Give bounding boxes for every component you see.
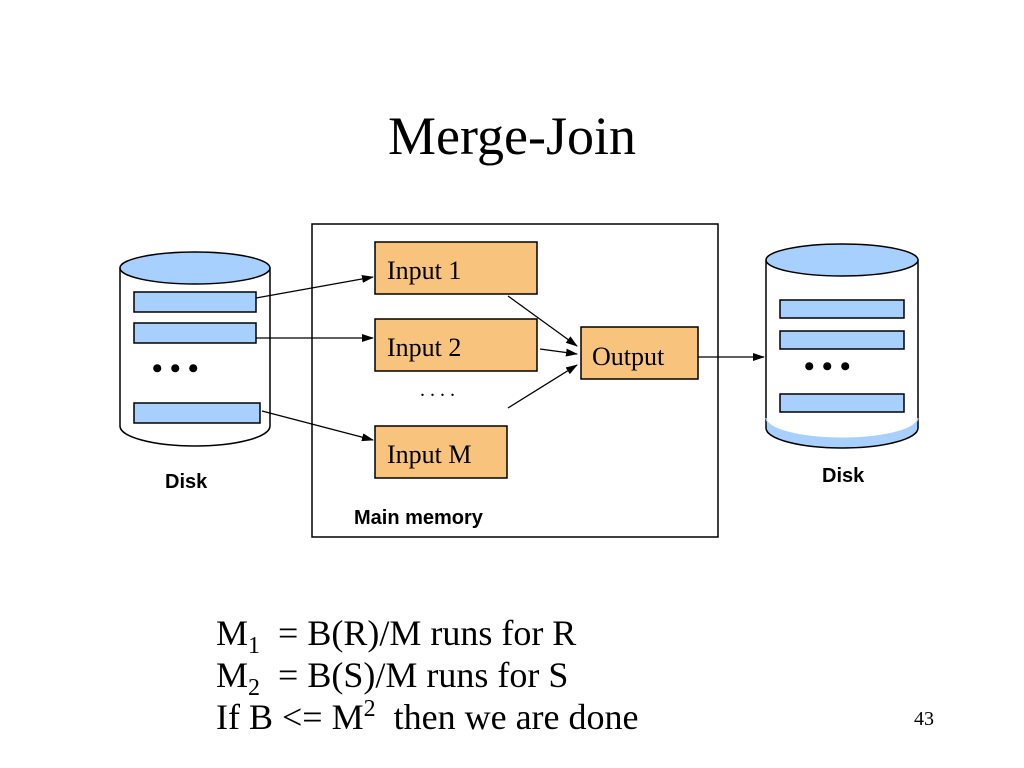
- left-disk-run-m: [133, 402, 261, 424]
- formula-2-rest: = B(S)/M runs for S: [260, 655, 569, 695]
- main-memory-box: [311, 223, 719, 538]
- formula-1-base: M: [216, 613, 249, 653]
- output-box: [580, 326, 699, 380]
- right-disk-run-3: [779, 393, 905, 413]
- right-disk-run-2: [779, 330, 905, 350]
- left-disk-dots: • • •: [152, 352, 199, 385]
- formula-line-1: M1 = B(R)/M runs for R: [216, 612, 639, 658]
- input-m-label: Input M: [387, 440, 472, 469]
- right-disk-top: [765, 243, 919, 277]
- right-disk-run-1: [779, 299, 905, 319]
- input-2-label: Input 2: [387, 333, 461, 362]
- main-memory-label: Main memory: [354, 507, 484, 529]
- left-disk-run-2: [133, 322, 257, 344]
- input-1-label: Input 1: [387, 256, 461, 285]
- right-disk: • • •: [765, 243, 919, 449]
- formula-2-sub: 2: [248, 675, 261, 702]
- formula-3-rest: then we are done: [375, 697, 639, 737]
- formula-2-base: M: [216, 655, 249, 695]
- right-disk-body: [765, 260, 919, 449]
- page-number: 43: [914, 708, 934, 730]
- left-disk-run-1: [133, 291, 257, 313]
- arrow-inputm-to-output: [507, 364, 578, 409]
- right-disk-label: Disk: [822, 465, 865, 487]
- arrow-input2-to-output: [539, 348, 578, 357]
- formula-3-sup: 2: [363, 696, 376, 722]
- formula-1-rest: = B(R)/M runs for R: [260, 613, 577, 653]
- input-1-box: [374, 241, 538, 295]
- formula-line-3: If B <= M2 then we are done: [216, 696, 639, 738]
- left-disk-top: [119, 251, 271, 285]
- input-2-box: [374, 318, 538, 372]
- arrow-runm-to-inputm: [261, 410, 374, 442]
- right-disk-fill-bottom: [766, 418, 918, 448]
- right-disk-dots: • • •: [804, 350, 851, 383]
- output-label: Output: [592, 342, 665, 371]
- input-m-box: [374, 425, 508, 479]
- arrow-run1-to-input1: [255, 275, 374, 299]
- formula-line-2: M2 = B(S)/M runs for S: [216, 654, 639, 700]
- formula-block: M1 = B(R)/M runs for R M2 = B(S)/M runs …: [216, 612, 639, 738]
- right-disk-fill-line: [765, 417, 919, 439]
- arrow-input1-to-output: [507, 295, 578, 347]
- left-disk: • • •: [119, 251, 271, 447]
- formula-3-pre: If B <= M: [216, 697, 364, 737]
- slide-title: Merge-Join: [388, 106, 636, 166]
- input-dots: . . . .: [420, 379, 455, 401]
- left-disk-label: Disk: [165, 471, 208, 493]
- formula-1-sub: 1: [248, 633, 261, 660]
